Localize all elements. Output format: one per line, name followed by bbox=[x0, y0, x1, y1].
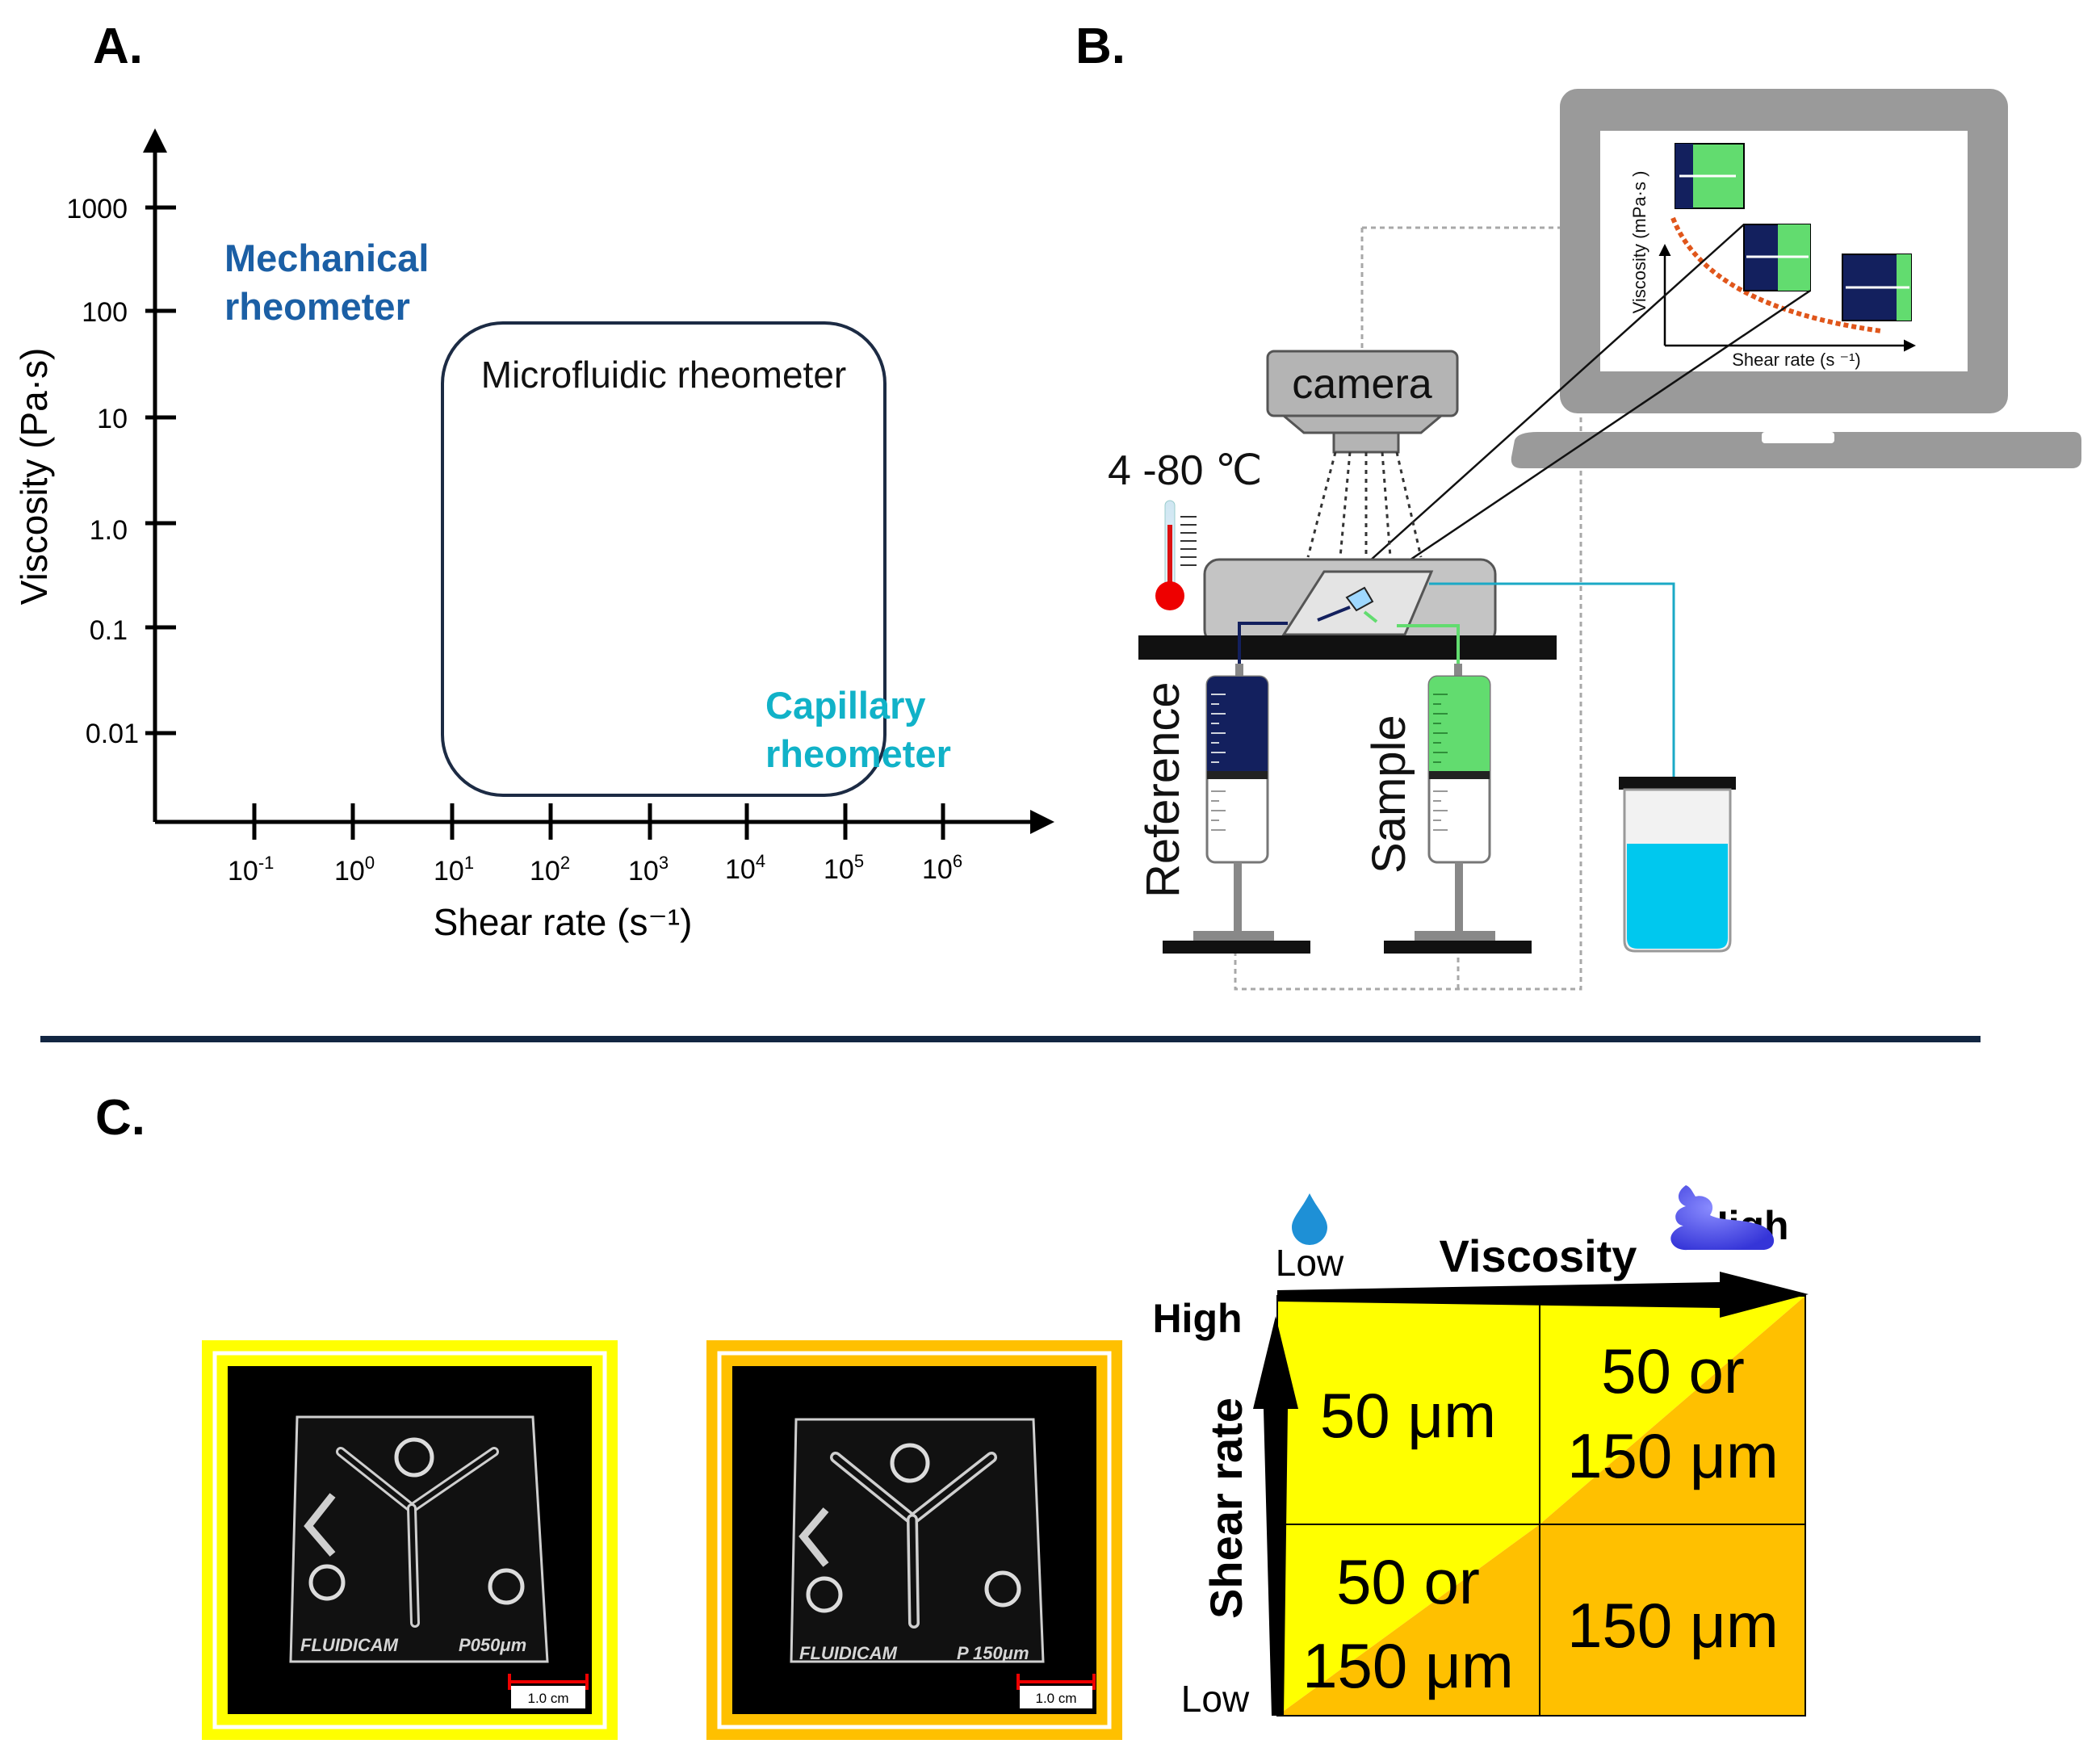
capillary-label-line2: rheometer bbox=[765, 732, 951, 775]
viscosity-arrow bbox=[1277, 1272, 1809, 1318]
flow-image-1 bbox=[1675, 143, 1745, 209]
laptop-base bbox=[1511, 432, 2081, 468]
x-tick-label: 10-1 bbox=[228, 853, 274, 887]
screen-y-label: Viscosity (mPa·s ) bbox=[1629, 171, 1649, 314]
microfluidic-region bbox=[441, 321, 887, 797]
panel-c-label: C. bbox=[95, 1090, 145, 1146]
x-tick-label: 101 bbox=[434, 853, 474, 887]
cell-bl-text-1: 50 or bbox=[1336, 1546, 1480, 1617]
cell-tl-text: 50 μm bbox=[1320, 1380, 1496, 1451]
y-tick-label: 100 bbox=[82, 297, 128, 328]
x-tick-label: 104 bbox=[725, 851, 765, 885]
panel-a-label: A. bbox=[93, 19, 143, 74]
shear-high-label: High bbox=[1152, 1296, 1242, 1341]
cell-tr-text-2: 150 μm bbox=[1567, 1420, 1779, 1491]
cell-bottom-right bbox=[1540, 1524, 1805, 1716]
camera: camera bbox=[1266, 350, 1459, 558]
reference-syringe bbox=[1163, 664, 1310, 954]
high-viscosity-blob-icon bbox=[1670, 1185, 1775, 1251]
sample-syringe bbox=[1384, 664, 1532, 954]
x-tick-label: 106 bbox=[922, 851, 962, 885]
chip-code: P050μm bbox=[459, 1635, 526, 1655]
dashed-wiring bbox=[1234, 226, 1582, 991]
mechanical-label-line1: Mechanical bbox=[224, 237, 429, 279]
cell-bottom-left bbox=[1277, 1524, 1540, 1716]
x-ticks: 10-1 100 101 102 103 104 105 106 bbox=[228, 803, 962, 887]
panel-c: C. FLUIDICAM P050μm 1.0 cm bbox=[95, 1090, 1809, 1740]
laptop: Viscosity (mPa·s ) Shear rate (s ⁻¹) bbox=[1511, 89, 2081, 468]
chip-code: P 150μm bbox=[957, 1643, 1029, 1663]
flow-image-3 bbox=[1842, 254, 1912, 321]
heating-stage bbox=[1138, 558, 1557, 660]
scale-bar-label: 1.0 cm bbox=[527, 1691, 568, 1706]
shear-low-label: Low bbox=[1181, 1678, 1250, 1720]
mechanical-label-line2: rheometer bbox=[224, 285, 410, 328]
chip-brand: FLUIDICAM bbox=[799, 1643, 898, 1663]
scale-bar-label: 1.0 cm bbox=[1035, 1691, 1076, 1706]
y-tick-label: 10 bbox=[97, 404, 128, 434]
viscosity-low-label: Low bbox=[1276, 1242, 1344, 1284]
microfluidic-label: Microfluidic rheometer bbox=[481, 354, 846, 396]
low-viscosity-droplet-icon bbox=[1292, 1193, 1327, 1245]
x-tick-label: 105 bbox=[824, 851, 864, 885]
cell-bl-text-2: 150 μm bbox=[1302, 1630, 1514, 1701]
panel-a: A. 1000 100 10 1.0 0.1 0.01 bbox=[13, 19, 1054, 943]
y-tick-label: 1.0 bbox=[90, 515, 128, 546]
temperature-label: 4 -80 ℃ bbox=[1108, 447, 1262, 494]
x-tick-label: 102 bbox=[530, 853, 570, 887]
camera-label: camera bbox=[1292, 361, 1431, 408]
chip-photo-050: FLUIDICAM P050μm 1.0 cm bbox=[202, 1340, 618, 1740]
waste-reservoir bbox=[1619, 777, 1736, 953]
cell-top-left bbox=[1277, 1296, 1540, 1524]
x-tick-label: 103 bbox=[628, 853, 669, 887]
viscosity-title: Viscosity bbox=[1440, 1230, 1637, 1281]
viscosity-curve bbox=[1670, 216, 1882, 333]
chip-brand: FLUIDICAM bbox=[300, 1635, 399, 1655]
chip-photo-150: FLUIDICAM P 150μm 1.0 cm bbox=[706, 1340, 1122, 1740]
shear-rate-title: Shear rate bbox=[1201, 1398, 1251, 1619]
channel-selection-matrix: 50 μm 50 or 150 μm 50 or 150 μm 150 μm V… bbox=[1152, 1185, 1809, 1720]
cell-br-text: 150 μm bbox=[1567, 1590, 1779, 1661]
x-axis-title: Shear rate (s⁻¹) bbox=[434, 901, 693, 943]
y-tick-label: 1000 bbox=[66, 194, 128, 224]
screen-x-label: Shear rate (s ⁻¹) bbox=[1732, 350, 1861, 370]
y-tick-label: 0.1 bbox=[90, 615, 128, 646]
sample-label: Sample bbox=[1363, 715, 1415, 874]
thermometer-icon bbox=[1155, 500, 1197, 610]
cell-tr-text-1: 50 or bbox=[1601, 1335, 1745, 1406]
flow-image-2 bbox=[1743, 224, 1811, 291]
cell-top-right bbox=[1540, 1296, 1805, 1524]
panel-divider bbox=[40, 1036, 1981, 1042]
capillary-label-line1: Capillary bbox=[765, 684, 926, 727]
x-tick-label: 100 bbox=[334, 853, 375, 887]
panel-b-label: B. bbox=[1075, 19, 1125, 74]
panel-b: B. Viscosity (mPa·s ) Shear rate (s ⁻¹) bbox=[1075, 19, 2081, 991]
y-tick-label: 0.01 bbox=[86, 719, 139, 749]
reference-label: Reference bbox=[1137, 681, 1189, 898]
y-axis-title: Viscosity (Pa·s) bbox=[13, 348, 55, 606]
shear-rate-arrow bbox=[1253, 1316, 1298, 1716]
y-ticks: 1000 100 10 1.0 0.1 0.01 bbox=[66, 194, 176, 749]
